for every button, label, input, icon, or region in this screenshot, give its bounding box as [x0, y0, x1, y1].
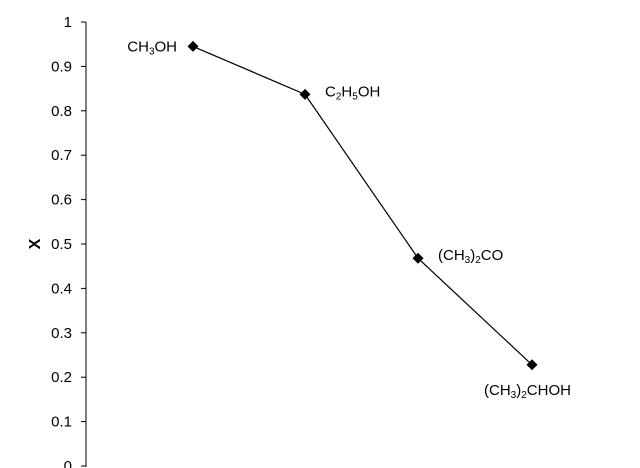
- y-tick-label: 0.2: [51, 369, 72, 386]
- y-tick-label: 0.7: [51, 147, 72, 164]
- y-tick-label: 0.3: [51, 325, 72, 342]
- y-tick-label: 0.1: [51, 414, 72, 431]
- data-point-marker: [526, 359, 538, 371]
- point-labels: CH3OH C2H5OH (CH3)2CO (CH3)2CHOH: [127, 38, 571, 400]
- point-label: CH3OH: [127, 38, 177, 57]
- y-tick-label: 0.9: [51, 58, 72, 75]
- series: [187, 40, 538, 371]
- data-point-marker: [187, 40, 199, 52]
- point-label: (CH3)2CHOH: [484, 382, 571, 401]
- y-axis-label: X: [27, 238, 44, 249]
- y-tick-label: 0.4: [51, 280, 72, 297]
- y-tick-label: 0.5: [51, 236, 72, 253]
- data-point-marker: [412, 252, 424, 264]
- axes: 0 0.1 0.2 0.3 0.4 0.5 0.6 0.7 0.8 0.9 1X: [27, 14, 87, 468]
- point-label: (CH3)2CO: [438, 247, 503, 266]
- y-tick-label: 1: [64, 14, 72, 31]
- y-tick-label: 0.8: [51, 103, 72, 120]
- y-tick-label: 0: [64, 458, 72, 468]
- y-tick-label: 0.6: [51, 192, 72, 209]
- point-label: C2H5OH: [325, 83, 380, 102]
- data-point-marker: [299, 88, 311, 100]
- series-line: [192, 45, 533, 366]
